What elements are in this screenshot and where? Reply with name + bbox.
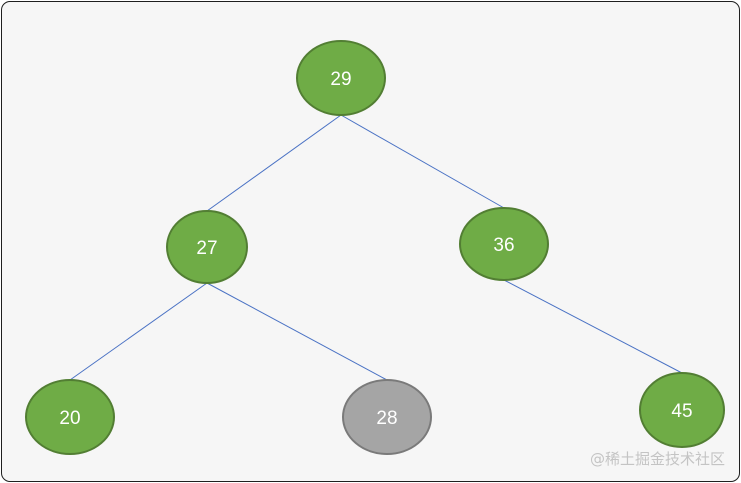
node-circle-45 — [639, 372, 725, 448]
node-label-20: 20 — [59, 408, 80, 429]
node-circle-20 — [25, 379, 115, 455]
tree-node-20: 20 — [25, 379, 115, 455]
tree-node-27: 27 — [166, 210, 248, 284]
tree-node-36: 36 — [459, 207, 549, 281]
node-circle-27 — [166, 210, 248, 284]
node-circle-29 — [296, 40, 386, 116]
tree-node-28: 28 — [342, 379, 432, 455]
edge-n36-n45 — [503, 279, 683, 374]
edge-n29-n36 — [340, 114, 505, 209]
tree-node-29: 29 — [296, 40, 386, 116]
tree-node-45: 45 — [639, 372, 725, 448]
watermark-text: @稀土掘金技术社区 — [589, 450, 725, 468]
node-label-36: 36 — [493, 235, 514, 256]
node-label-28: 28 — [376, 408, 397, 429]
tree-nodes: 29 27 36 20 28 45 — [25, 40, 725, 455]
tree-edges — [69, 114, 683, 381]
node-circle-36 — [459, 207, 549, 281]
node-label-45: 45 — [671, 401, 692, 422]
edge-n27-n28 — [206, 282, 388, 381]
node-label-27: 27 — [196, 238, 217, 259]
node-label-29: 29 — [330, 69, 351, 90]
edge-n29-n27 — [206, 114, 342, 212]
node-circle-28 — [342, 379, 432, 455]
edge-n27-n20 — [69, 282, 208, 381]
